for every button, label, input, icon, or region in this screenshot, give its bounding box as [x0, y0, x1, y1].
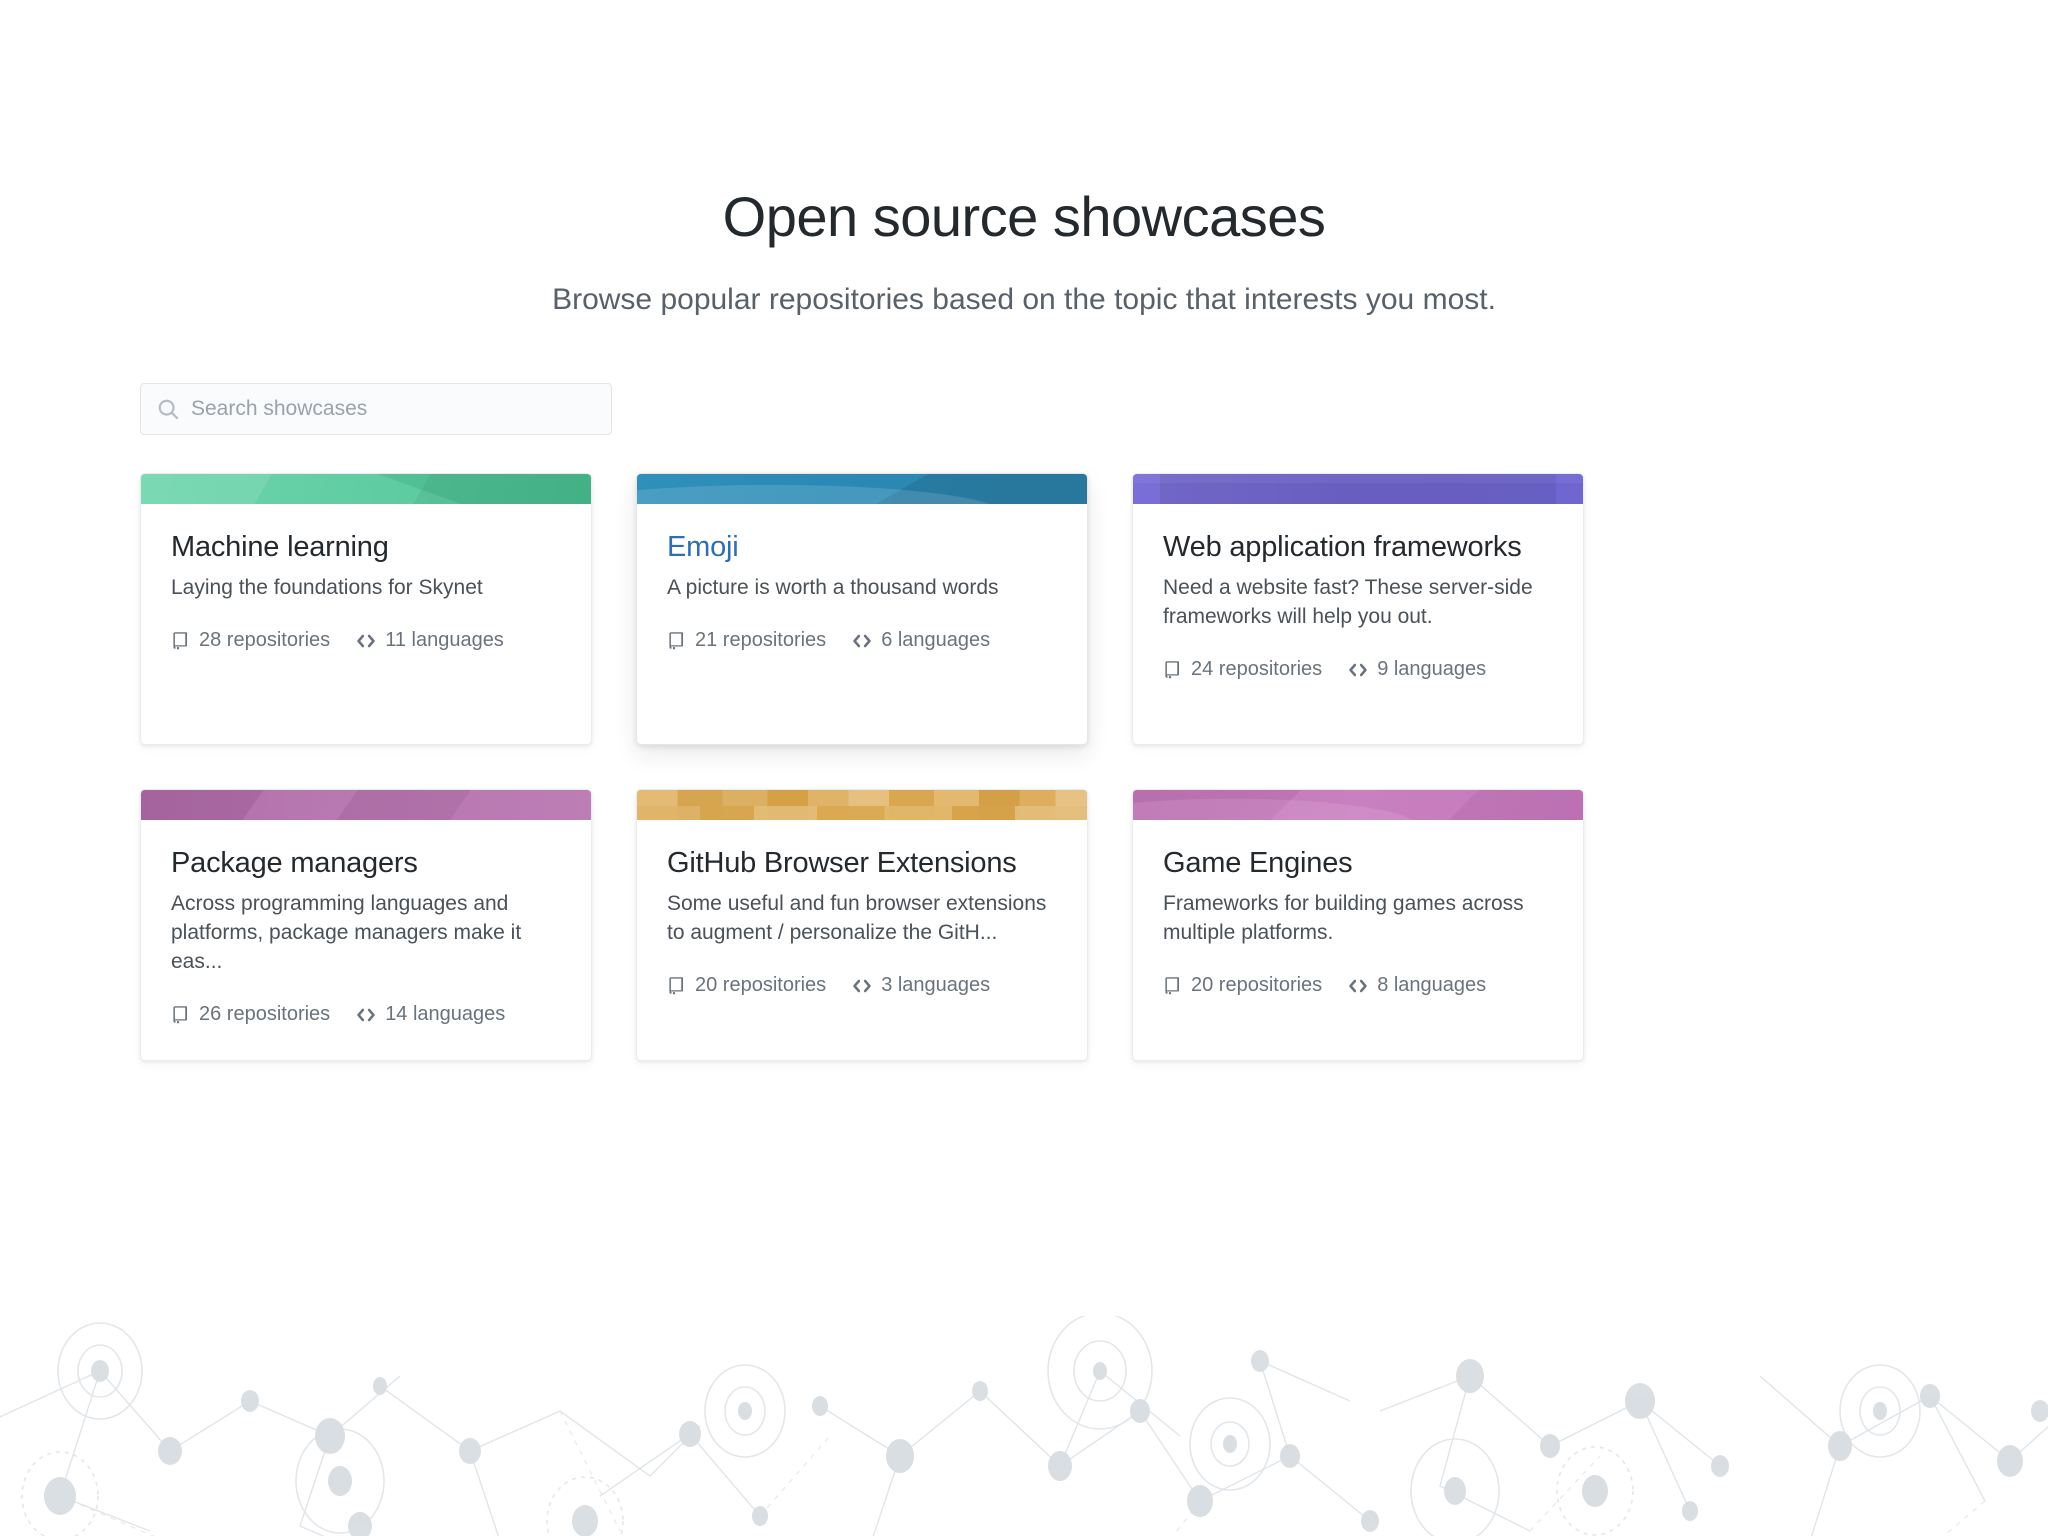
book-icon — [1163, 976, 1182, 995]
banner-facet-pattern — [1133, 473, 1583, 504]
card-title[interactable]: Machine learning — [171, 530, 389, 563]
languages-count: 3 languages — [881, 974, 991, 997]
card-stats: 24 repositories 9 languages — [1163, 658, 1553, 681]
card-banner-machine-learning — [141, 473, 591, 504]
book-icon — [667, 631, 686, 651]
languages-count: 11 languages — [385, 629, 504, 652]
search-icon — [157, 398, 179, 420]
showcase-card-grid: Machine learning Laying the foundations … — [70, 472, 1592, 1061]
card-description: Across programming languages and platfor… — [171, 892, 522, 974]
page-title: Open source showcases — [722, 185, 1326, 248]
search-input[interactable] — [141, 383, 611, 434]
card-title[interactable]: GitHub Browser Extensions — [667, 846, 1017, 879]
languages-count: 9 languages — [1377, 658, 1487, 681]
card-body: Emoji A picture is worth a thousand word… — [637, 504, 1087, 744]
card-stats: 20 repositories 8 languages — [1163, 974, 1553, 997]
card-banner-package-managers — [141, 789, 591, 820]
banner-mosaic-lower — [637, 806, 1087, 820]
banner-facet-pattern — [141, 789, 591, 820]
languages-stat: 9 languages — [1348, 658, 1486, 681]
banner-facet-pattern — [141, 473, 591, 504]
showcase-card-github-browser-extensions[interactable]: GitHub Browser Extensions Some useful an… — [636, 788, 1088, 1061]
showcase-card-web-application-frameworks[interactable]: Web application frameworks Need a websit… — [1132, 472, 1584, 745]
search-showcases-box[interactable] — [140, 382, 612, 435]
code-icon — [1348, 660, 1368, 680]
book-icon — [667, 976, 686, 995]
card-stats: 20 repositories 3 languages — [667, 974, 1057, 997]
showcase-card-emoji[interactable]: Emoji A picture is worth a thousand word… — [636, 472, 1088, 745]
repositories-stat: 21 repositories — [667, 629, 826, 652]
repositories-count: 21 repositories — [695, 629, 827, 652]
banner-facet-pattern — [1133, 789, 1583, 820]
languages-stat: 6 languages — [852, 629, 990, 652]
card-description: Laying the foundations for Skynet — [171, 576, 483, 600]
languages-count: 8 languages — [1377, 974, 1487, 997]
content-container: Machine learning Laying the foundations … — [70, 382, 1978, 1061]
card-description: Some useful and fun browser extensions t… — [667, 892, 1047, 945]
showcase-card-game-engines[interactable]: Game Engines Frameworks for building gam… — [1132, 788, 1584, 1061]
code-icon — [356, 1005, 376, 1025]
card-body: Machine learning Laying the foundations … — [141, 504, 591, 744]
card-title[interactable]: Package managers — [171, 846, 418, 879]
card-body: Web application frameworks Need a websit… — [1133, 504, 1583, 744]
languages-stat: 3 languages — [852, 974, 990, 997]
card-title[interactable]: Web application frameworks — [1163, 530, 1522, 563]
repositories-count: 26 repositories — [199, 1003, 331, 1026]
card-description: Frameworks for building games across mul… — [1163, 892, 1524, 945]
repositories-count: 28 repositories — [199, 629, 331, 652]
card-description: A picture is worth a thousand words — [667, 576, 999, 600]
page-subtitle: Browse popular repositories based on the… — [552, 282, 1496, 316]
code-icon — [356, 631, 376, 651]
card-banner-github-browser-extensions — [637, 789, 1087, 820]
card-banner-web-application-frameworks — [1133, 473, 1583, 504]
book-icon — [171, 1005, 190, 1024]
repositories-stat: 24 repositories — [1163, 658, 1322, 681]
network-decoration-graphic — [0, 1316, 2048, 1536]
card-banner-emoji — [637, 473, 1087, 504]
card-stats: 26 repositories 14 languages — [171, 1003, 561, 1026]
card-title[interactable]: Emoji — [667, 530, 739, 563]
repositories-stat: 26 repositories — [171, 1003, 330, 1026]
repositories-count: 20 repositories — [695, 974, 827, 997]
showcase-card-package-managers[interactable]: Package managers Across programming lang… — [140, 788, 592, 1061]
page-hero: Open source showcases Browse popular rep… — [0, 0, 2048, 319]
code-icon — [852, 631, 872, 651]
showcase-card-machine-learning[interactable]: Machine learning Laying the foundations … — [140, 472, 592, 745]
card-description: Need a website fast? These server-side f… — [1163, 576, 1533, 629]
card-title[interactable]: Game Engines — [1163, 846, 1353, 879]
banner-facet-pattern — [637, 473, 1087, 504]
repositories-stat: 20 repositories — [1163, 974, 1322, 997]
card-body: Package managers Across programming lang… — [141, 820, 591, 1060]
languages-stat: 11 languages — [356, 629, 504, 652]
card-stats: 21 repositories 6 languages — [667, 629, 1057, 652]
repositories-count: 24 repositories — [1191, 658, 1323, 681]
card-body: Game Engines Frameworks for building gam… — [1133, 820, 1583, 1060]
languages-stat: 14 languages — [356, 1003, 505, 1026]
book-icon — [1163, 660, 1182, 679]
card-stats: 28 repositories 11 languages — [171, 629, 561, 652]
code-icon — [852, 976, 872, 996]
repositories-stat: 20 repositories — [667, 974, 826, 997]
code-icon — [1348, 976, 1368, 996]
card-banner-game-engines — [1133, 789, 1583, 820]
languages-stat: 8 languages — [1348, 974, 1486, 997]
repositories-count: 20 repositories — [1191, 974, 1323, 997]
languages-count: 14 languages — [385, 1003, 506, 1026]
card-body: GitHub Browser Extensions Some useful an… — [637, 820, 1087, 1060]
repositories-stat: 28 repositories — [171, 629, 330, 652]
languages-count: 6 languages — [881, 629, 991, 652]
book-icon — [171, 631, 190, 651]
search-section — [70, 382, 1978, 435]
